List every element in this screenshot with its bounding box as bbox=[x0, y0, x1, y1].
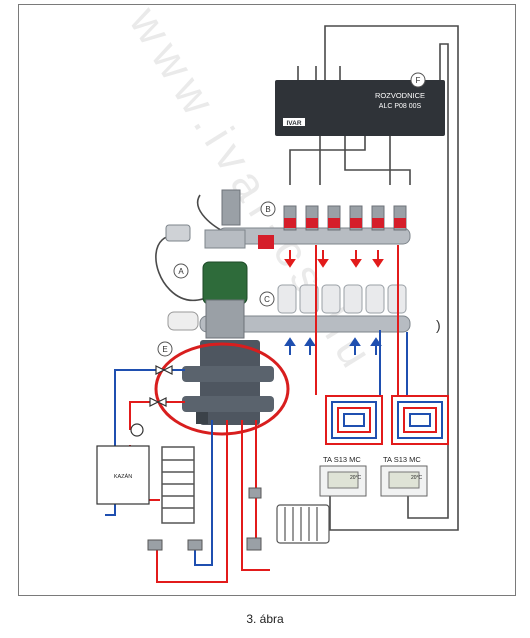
cold-pipes bbox=[105, 330, 408, 566]
hydraulic-separator bbox=[182, 340, 274, 425]
thermostat-2: TA S13 MC 20°C bbox=[380, 455, 428, 497]
controller-box: ROZVODNICE ALC P08 00S IVAR bbox=[275, 80, 445, 136]
floor-loop-1 bbox=[325, 395, 383, 445]
marker-c: C bbox=[264, 295, 270, 304]
thermostat-2-label: TA S13 MC bbox=[383, 455, 421, 464]
hot-pipes bbox=[129, 245, 399, 583]
pump-group bbox=[165, 189, 274, 339]
thermostat-2-temp: 20°C bbox=[411, 475, 423, 481]
figure-caption: 3. ábra bbox=[246, 612, 284, 626]
marker-a: A bbox=[178, 267, 184, 276]
highlight-ellipse bbox=[154, 342, 290, 436]
marker-b: B bbox=[265, 205, 270, 214]
controller-brand: IVAR bbox=[286, 120, 301, 127]
towel-radiator bbox=[161, 446, 195, 524]
radiator-valves bbox=[147, 487, 262, 551]
panel-radiator bbox=[276, 504, 330, 544]
supply-manifold bbox=[217, 205, 411, 268]
controller-wires bbox=[155, 25, 459, 531]
thermostat-1-temp: 20°C bbox=[350, 475, 362, 481]
floor-loop-2 bbox=[391, 395, 449, 445]
controller-title: ROZVODNICE bbox=[375, 91, 425, 100]
boiler: KAZÁN bbox=[96, 445, 150, 505]
letter-markers: F B A C E bbox=[157, 72, 426, 357]
marker-f: F bbox=[416, 76, 421, 85]
marker-e: E bbox=[162, 345, 167, 354]
diagram-frame bbox=[18, 4, 516, 596]
thermostat-1-label: TA S13 MC bbox=[323, 455, 361, 464]
bracket-mark: ) bbox=[436, 317, 441, 333]
boiler-label: KAZÁN bbox=[114, 473, 132, 480]
return-manifold: ) bbox=[199, 284, 441, 355]
controller-model: ALC P08 00S bbox=[379, 103, 422, 110]
valves bbox=[130, 365, 173, 437]
thermostat-1: TA S13 MC 20°C bbox=[319, 455, 367, 497]
